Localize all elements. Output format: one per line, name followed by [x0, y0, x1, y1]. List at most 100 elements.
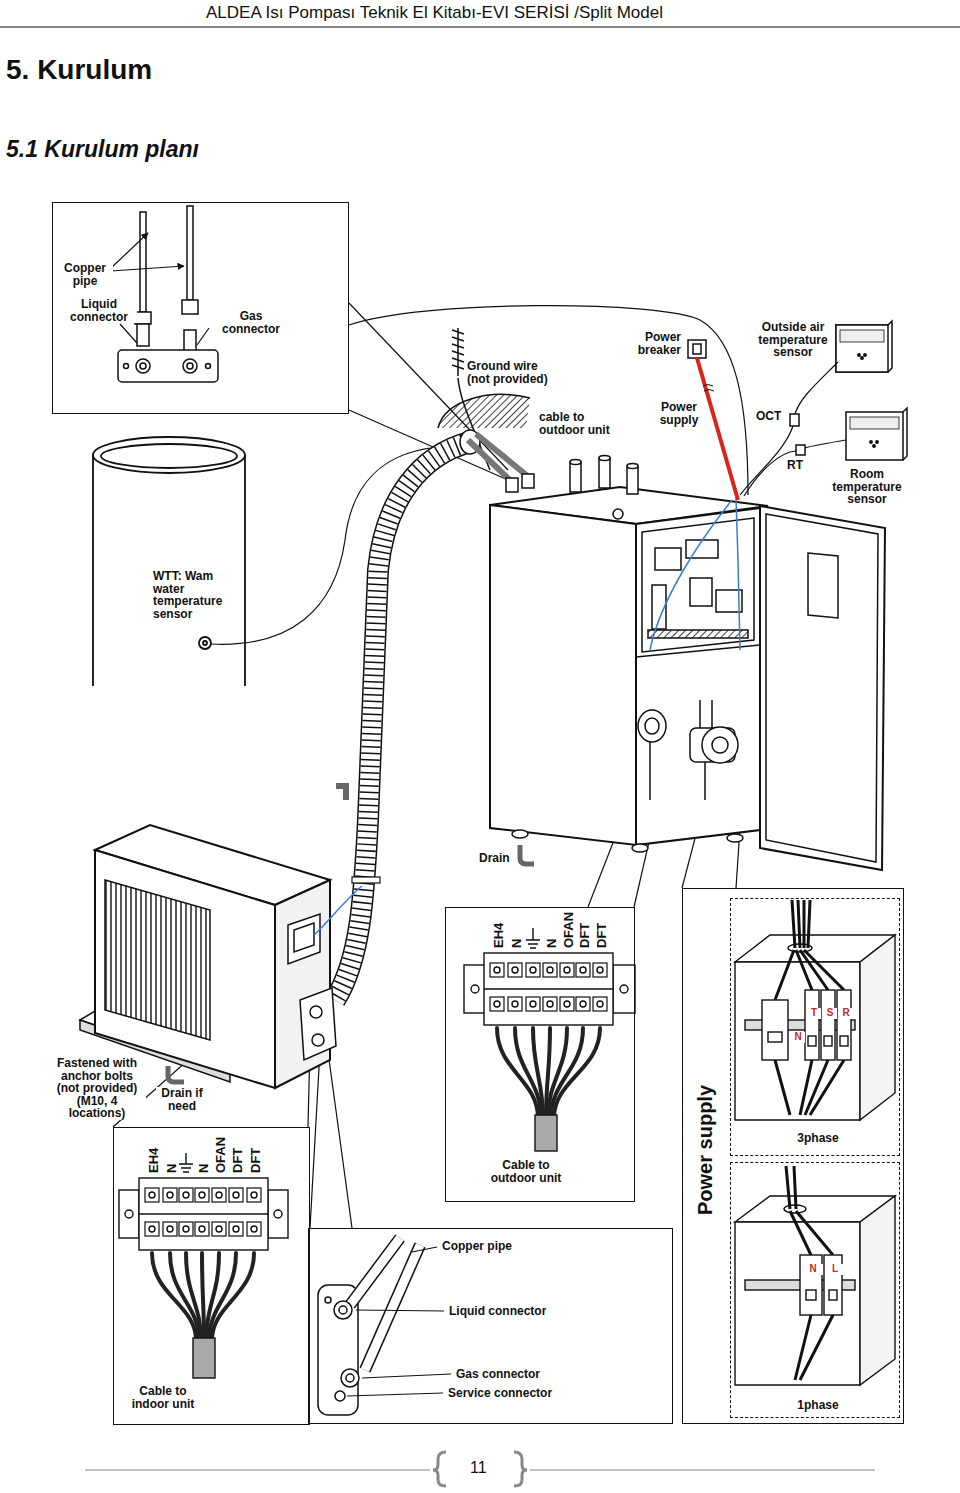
terminal-name: OFAN — [562, 911, 575, 949]
terminal-strip — [125, 1210, 133, 1218]
inset-panel: TSRN3phaseNL1phasePower supply — [682, 888, 904, 1424]
power-distribution-box — [806, 1290, 816, 1300]
service-valve — [365, 1245, 420, 1370]
inset-panel: Copper pipeLiquid connectorGas connector… — [308, 1228, 673, 1424]
terminal-strip — [560, 963, 574, 1011]
phase-letter: T — [807, 1008, 821, 1019]
indoor-unit — [636, 645, 760, 657]
power-cable — [703, 385, 714, 392]
terminal-strip — [212, 1188, 226, 1236]
power-distribution-box — [775, 1060, 844, 1115]
callout-label: Drain — [478, 852, 511, 865]
terminal-strip — [179, 1153, 193, 1172]
terminal-name: N — [510, 938, 523, 949]
power-distribution-box — [768, 1032, 782, 1042]
terminal-strip — [620, 985, 628, 993]
temperature-sensors — [876, 441, 878, 443]
terminal-strip — [152, 1253, 196, 1340]
terminal-strip — [484, 953, 613, 1025]
indoor-unit — [638, 710, 666, 742]
outdoor-unit — [314, 886, 362, 935]
temperature-sensors — [858, 354, 860, 356]
outdoor-unit — [300, 988, 336, 1060]
terminal-strip — [526, 928, 540, 948]
temperature-sensors — [870, 441, 872, 443]
terminal-strip — [152, 1253, 254, 1340]
callout-label: WTT: Wam water temperature sensor — [152, 570, 236, 620]
temperature-sensors — [836, 325, 888, 372]
section-subtitle: 5.1 Kurulum planı — [5, 137, 200, 161]
service-valve — [347, 1393, 443, 1396]
pipe-connector-inset — [187, 206, 193, 300]
terminal-strip — [535, 1115, 557, 1151]
indoor-unit — [627, 464, 638, 469]
pipe-connector-inset — [140, 212, 146, 312]
callout-label: Gas connector — [455, 1368, 541, 1381]
insulated-hose — [335, 442, 470, 1000]
indoor-unit — [702, 727, 738, 763]
indoor-unit — [570, 462, 581, 492]
power-distribution-box — [792, 900, 810, 948]
terminal-strip — [247, 1188, 261, 1236]
terminal-name: EH4 — [147, 1147, 160, 1174]
indoor-unit — [636, 508, 760, 845]
power-cable — [697, 358, 738, 500]
pipe-connector-inset — [206, 364, 211, 369]
water-tank — [93, 455, 245, 686]
service-valve — [334, 1301, 352, 1319]
terminal-strip — [613, 965, 635, 1013]
terminal-strip — [202, 1253, 204, 1340]
dashed-group: TSRN3phase — [730, 898, 900, 1156]
callout-label: Copper pipe — [57, 262, 113, 287]
ground-wire — [438, 395, 530, 428]
indoor-unit — [627, 466, 638, 494]
pipe-connector-inset — [137, 324, 149, 346]
indoor-unit — [570, 460, 581, 465]
callout-label: Service connector — [447, 1387, 553, 1400]
water-tank — [93, 437, 245, 473]
outdoor-unit — [80, 825, 362, 1088]
terminal-strip — [497, 1028, 600, 1118]
water-tank — [203, 641, 207, 645]
temperature-sensors — [796, 445, 805, 455]
panel-heading: Power supply — [695, 1084, 715, 1216]
indoor-unit — [650, 500, 732, 650]
temperature-sensors — [903, 408, 907, 460]
indoor-unit — [655, 548, 681, 570]
water-tank — [211, 448, 430, 644]
header-rule — [0, 27, 960, 28]
outdoor-unit — [95, 850, 275, 1088]
phase-letter: R — [839, 1008, 853, 1019]
phase-letter: N — [791, 1032, 805, 1043]
terminal-strip — [145, 1188, 159, 1236]
service-valve — [346, 1374, 354, 1382]
insulated-hose — [352, 877, 380, 883]
power-distribution-box — [735, 900, 895, 1385]
temperature-sensors — [836, 321, 892, 372]
terminal-strip — [139, 1213, 268, 1214]
indoor-unit — [686, 540, 718, 558]
terminal-strip — [193, 1338, 215, 1378]
terminal-strip — [576, 963, 590, 1011]
callout-label: Liquid connector — [448, 1305, 547, 1318]
indoor-unit — [760, 506, 885, 870]
terminal-strip — [229, 1188, 243, 1236]
power-distribution-box — [786, 1166, 796, 1209]
phase-letter: S — [823, 1008, 837, 1019]
terminal-strip — [508, 963, 522, 1011]
terminal-strip — [543, 963, 557, 1011]
power-distribution-box — [805, 990, 819, 1060]
callout-label: Room temperature sensor — [826, 468, 908, 506]
section-title: 5. Kurulum — [5, 55, 153, 84]
temperature-sensors — [873, 445, 875, 447]
power-distribution-box — [824, 1255, 842, 1315]
power-distribution-box — [762, 1000, 788, 1060]
callout-label: Cable to indoor unit — [119, 1385, 207, 1410]
power-distribution-box — [795, 1315, 833, 1380]
indoor-unit — [512, 830, 528, 838]
terminal-strip — [274, 1210, 282, 1218]
pipe-connector-inset — [111, 233, 148, 268]
indoor-unit — [736, 498, 740, 650]
outdoor-unit — [288, 914, 320, 964]
